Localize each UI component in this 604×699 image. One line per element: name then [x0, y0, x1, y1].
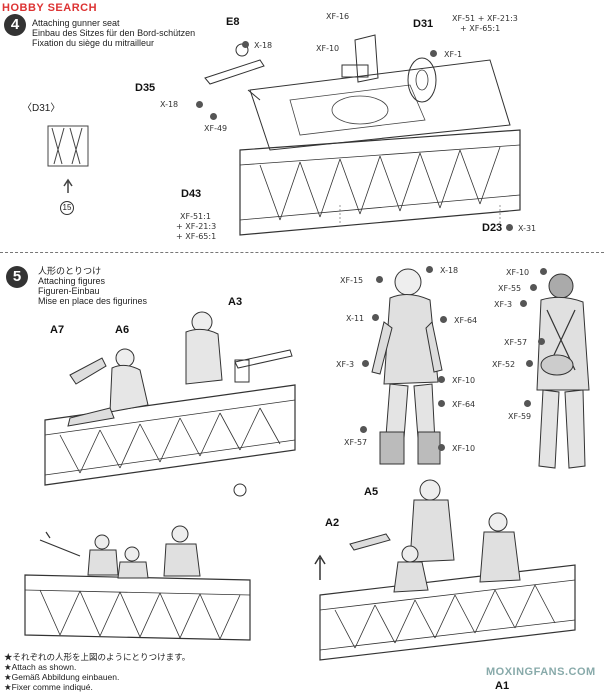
inset-d31-drawing [47, 125, 89, 193]
code-d43-line2: + XF-21:3 [176, 222, 217, 231]
watermark-bottom: MOXINGFANS.COM [486, 666, 596, 678]
code-fig2-xf55: XF-55 [498, 284, 522, 293]
paint-dot [526, 360, 533, 367]
watermark-top: HOBBY SEARCH [2, 2, 98, 14]
paint-dot [506, 224, 513, 231]
paint-dot [196, 101, 203, 108]
step-5-figures-assembly-top [44, 311, 296, 497]
step-4-seat-assembly [204, 34, 521, 236]
code-xf10: XF-10 [316, 44, 340, 53]
paint-dot [376, 276, 383, 283]
code-xf1: XF-1 [444, 50, 463, 59]
step-5-title-jp: 人形のとりつけ [38, 266, 102, 276]
code-fig2-xf3: XF-3 [494, 300, 513, 309]
step-5-side-view [24, 525, 251, 641]
part-d43: D43 [181, 188, 202, 200]
part-a2: A2 [325, 517, 340, 529]
step-4-title-en: Attaching gunner seat [32, 18, 120, 28]
step-4-title-fr: Fixation du siège du mitrailleur [32, 38, 155, 48]
paint-dot [530, 284, 537, 291]
part-a6: A6 [115, 324, 130, 336]
code-fig2-xf52: XF-52 [492, 360, 516, 369]
code-fig2-xf59: XF-59 [508, 412, 532, 421]
code-fig1-xf10b: XF-10 [452, 444, 476, 453]
note-jp: ★それぞれの人形を上図のようにとりつけます。 [4, 652, 191, 662]
step-5-title-de: Figuren-Einbau [38, 286, 100, 296]
paint-dot [540, 268, 547, 275]
paint-dot [438, 400, 445, 407]
code-d43-line1: XF-51:1 [180, 212, 211, 221]
code-xf49: XF-49 [204, 124, 228, 133]
inset-ref-circle: 15 [60, 201, 74, 215]
paint-dot [440, 316, 447, 323]
code-x18-top: X-18 [254, 41, 273, 50]
part-e8: E8 [226, 16, 240, 28]
note-de: ★Gemäß Abbildung einbauen. [4, 672, 120, 682]
paint-dot [430, 50, 437, 57]
note-fr: ★Fixer comme indiqué. [4, 682, 93, 692]
part-a7: A7 [50, 324, 65, 336]
code-fig2-xf10: XF-10 [506, 268, 530, 277]
code-fig2-xf57: XF-57 [504, 338, 528, 347]
paint-dot [360, 426, 367, 433]
code-fig1-xf57: XF-57 [344, 438, 368, 447]
part-a5: A5 [364, 486, 379, 498]
code-fig1-xf64a: XF-64 [454, 316, 478, 325]
paint-dot [538, 338, 545, 345]
part-a3: A3 [228, 296, 243, 308]
code-d43-line3: + XF-65:1 [176, 232, 217, 241]
paint-dot [242, 41, 249, 48]
part-d23: D23 [482, 222, 503, 234]
part-a1: A1 [495, 680, 510, 692]
paint-dot [372, 314, 379, 321]
figure-1-standing [371, 268, 443, 465]
paint-dot [362, 360, 369, 367]
inset-d31-label: 〈D31〉 [22, 103, 61, 114]
code-fig1-xf64b: XF-64 [452, 400, 476, 409]
step-4-number: 4 [4, 14, 26, 36]
code-xf51-mix: XF-51 + XF-21:3 [452, 14, 518, 23]
part-d35: D35 [135, 82, 156, 94]
code-fig1-xf10a: XF-10 [452, 376, 476, 385]
paint-dot [210, 113, 217, 120]
step-divider [0, 252, 604, 253]
code-xf65: + XF-65:1 [460, 24, 501, 33]
paint-dot [520, 300, 527, 307]
note-en: ★Attach as shown. [4, 662, 77, 672]
code-fig1-xf3: XF-3 [336, 360, 355, 369]
part-d31: D31 [413, 18, 434, 30]
step-4-title-de: Einbau des Sitzes für den Bord-schützen [32, 28, 196, 38]
paint-dot [426, 266, 433, 273]
paint-dot [438, 444, 445, 451]
step-5-figures-assembly-bottom [314, 479, 576, 661]
code-x18-left: X-18 [160, 100, 179, 109]
code-x31: X-31 [518, 224, 537, 233]
step-5-title-fr: Mise en place des figurines [38, 296, 148, 306]
step-5-title-en: Attaching figures [38, 276, 106, 286]
step-5-number: 5 [6, 266, 28, 288]
code-fig1-xf15: XF-15 [340, 276, 364, 285]
code-xf16: XF-16 [326, 12, 350, 21]
paint-dot [438, 376, 445, 383]
paint-dot [524, 400, 531, 407]
figure-2-back-view [536, 273, 590, 469]
code-fig1-x11: X-11 [346, 314, 365, 323]
code-fig1-x18: X-18 [440, 266, 459, 275]
